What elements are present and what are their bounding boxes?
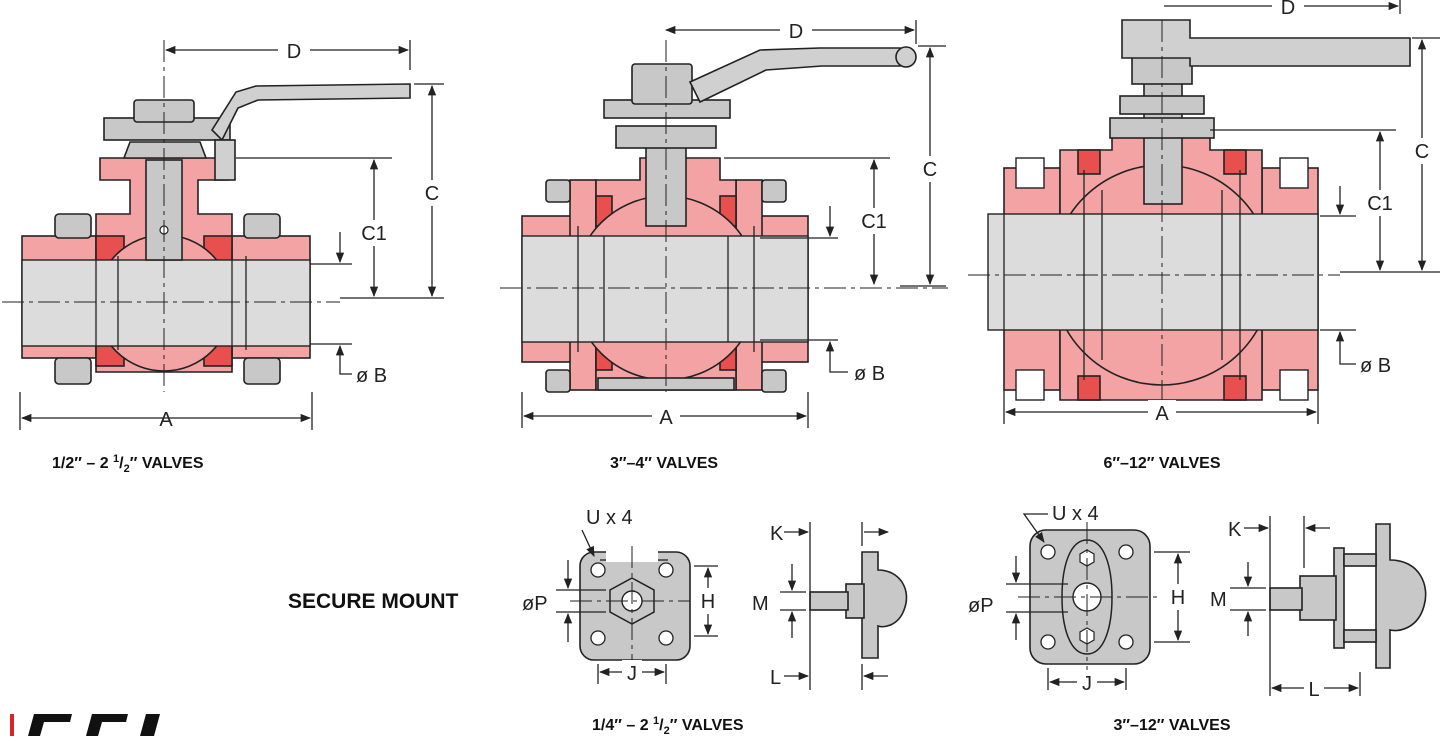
dim-l-small: L bbox=[770, 667, 781, 689]
dim-j-large: J bbox=[1082, 673, 1092, 695]
dim-b-small: ø B bbox=[356, 365, 387, 387]
dim-u-small: U x 4 bbox=[586, 507, 633, 529]
dim-c1-small: C1 bbox=[361, 223, 387, 245]
valve-small-left-bolt-bottom bbox=[54, 357, 92, 385]
dim-c-large: C bbox=[1415, 141, 1429, 163]
mount-large-front-view: H J øP U x 4 bbox=[968, 503, 1190, 695]
caption-secure-mount: SECURE MOUNT bbox=[288, 590, 459, 613]
valve-small-handle bbox=[210, 83, 411, 142]
dim-m-large: M bbox=[1210, 589, 1227, 611]
svg-text:1/4″ – 2 1/2″ VALVES: 1/4″ – 2 1/2″ VALVES bbox=[592, 715, 744, 736]
dim-a-mid: A bbox=[659, 407, 673, 429]
dim-a-small: A bbox=[159, 409, 173, 431]
mount-large-side-view: K L M bbox=[1210, 516, 1427, 701]
brand-logo bbox=[10, 714, 160, 736]
dim-p-small: øP bbox=[522, 593, 548, 615]
mount-small-flange bbox=[861, 551, 908, 659]
caption-valve-large: 6″–12″ VALVES bbox=[1103, 455, 1220, 472]
dim-k-small: K bbox=[770, 523, 784, 545]
dim-b-large: ø B bbox=[1360, 355, 1391, 377]
dim-k-large: K bbox=[1228, 519, 1242, 541]
dim-b-mid: ø B bbox=[854, 363, 885, 385]
mount-small-side-view: K L M bbox=[752, 522, 908, 690]
valve-mid-nut bbox=[631, 63, 693, 105]
valve-large-drawing: A D C C1 ø B bbox=[968, 0, 1440, 425]
dim-l-large: L bbox=[1308, 679, 1319, 701]
valve-small-right-bolt-bottom bbox=[243, 357, 281, 385]
caption-valve-small: 1/2″ – 2 1/2″ VALVES bbox=[52, 453, 204, 475]
valve-small-left-bolt-top bbox=[54, 213, 92, 239]
dim-m-small: M bbox=[752, 593, 769, 615]
caption-mount-large: 3″–12″ VALVES bbox=[1113, 717, 1230, 734]
valve-mid-handle bbox=[688, 47, 901, 104]
mount-large-coupler-side bbox=[1299, 575, 1337, 621]
valve-large-bore bbox=[987, 213, 1319, 331]
dim-h-small: H bbox=[701, 591, 715, 613]
valve-small-right-bolt-top bbox=[243, 213, 281, 239]
valve-small-handle-lock bbox=[214, 139, 236, 181]
caption-valve-mid: 3″–4″ VALVES bbox=[610, 455, 718, 472]
mount-small-front-view: H J øP U x 4 bbox=[522, 507, 718, 685]
dim-c-small: C bbox=[425, 183, 439, 205]
dim-j-small: J bbox=[627, 663, 637, 685]
valve-small-drawing: A D C C1 ø B bbox=[2, 38, 444, 431]
dim-a-large: A bbox=[1155, 403, 1169, 425]
valve-mid-bore bbox=[521, 235, 809, 343]
dim-c1-large: C1 bbox=[1367, 193, 1393, 215]
caption-mount-small: 1/4″ – 2 1/2″ VALVES bbox=[592, 715, 744, 737]
dim-d-small: D bbox=[287, 41, 301, 63]
dim-h-large: H bbox=[1171, 587, 1185, 609]
dim-d-mid: D bbox=[789, 21, 803, 43]
valve-mid-drawing: A D C C1 ø B bbox=[500, 18, 948, 429]
valve-small-bore bbox=[21, 259, 311, 347]
dim-c1-mid: C1 bbox=[861, 211, 887, 233]
dim-u-large: U x 4 bbox=[1052, 503, 1099, 525]
dim-c-mid: C bbox=[923, 159, 937, 181]
valve-large-handle bbox=[1121, 19, 1411, 67]
dim-p-large: øP bbox=[968, 595, 994, 617]
mount-large-flange bbox=[1375, 523, 1427, 669]
dim-d-large: D bbox=[1281, 0, 1295, 19]
mount-large-stem-side bbox=[1269, 587, 1303, 611]
mount-small-stem-side bbox=[809, 591, 849, 611]
svg-text:1/2″ – 2 1/2″ VALVES: 1/2″ – 2 1/2″ VALVES bbox=[52, 453, 204, 475]
